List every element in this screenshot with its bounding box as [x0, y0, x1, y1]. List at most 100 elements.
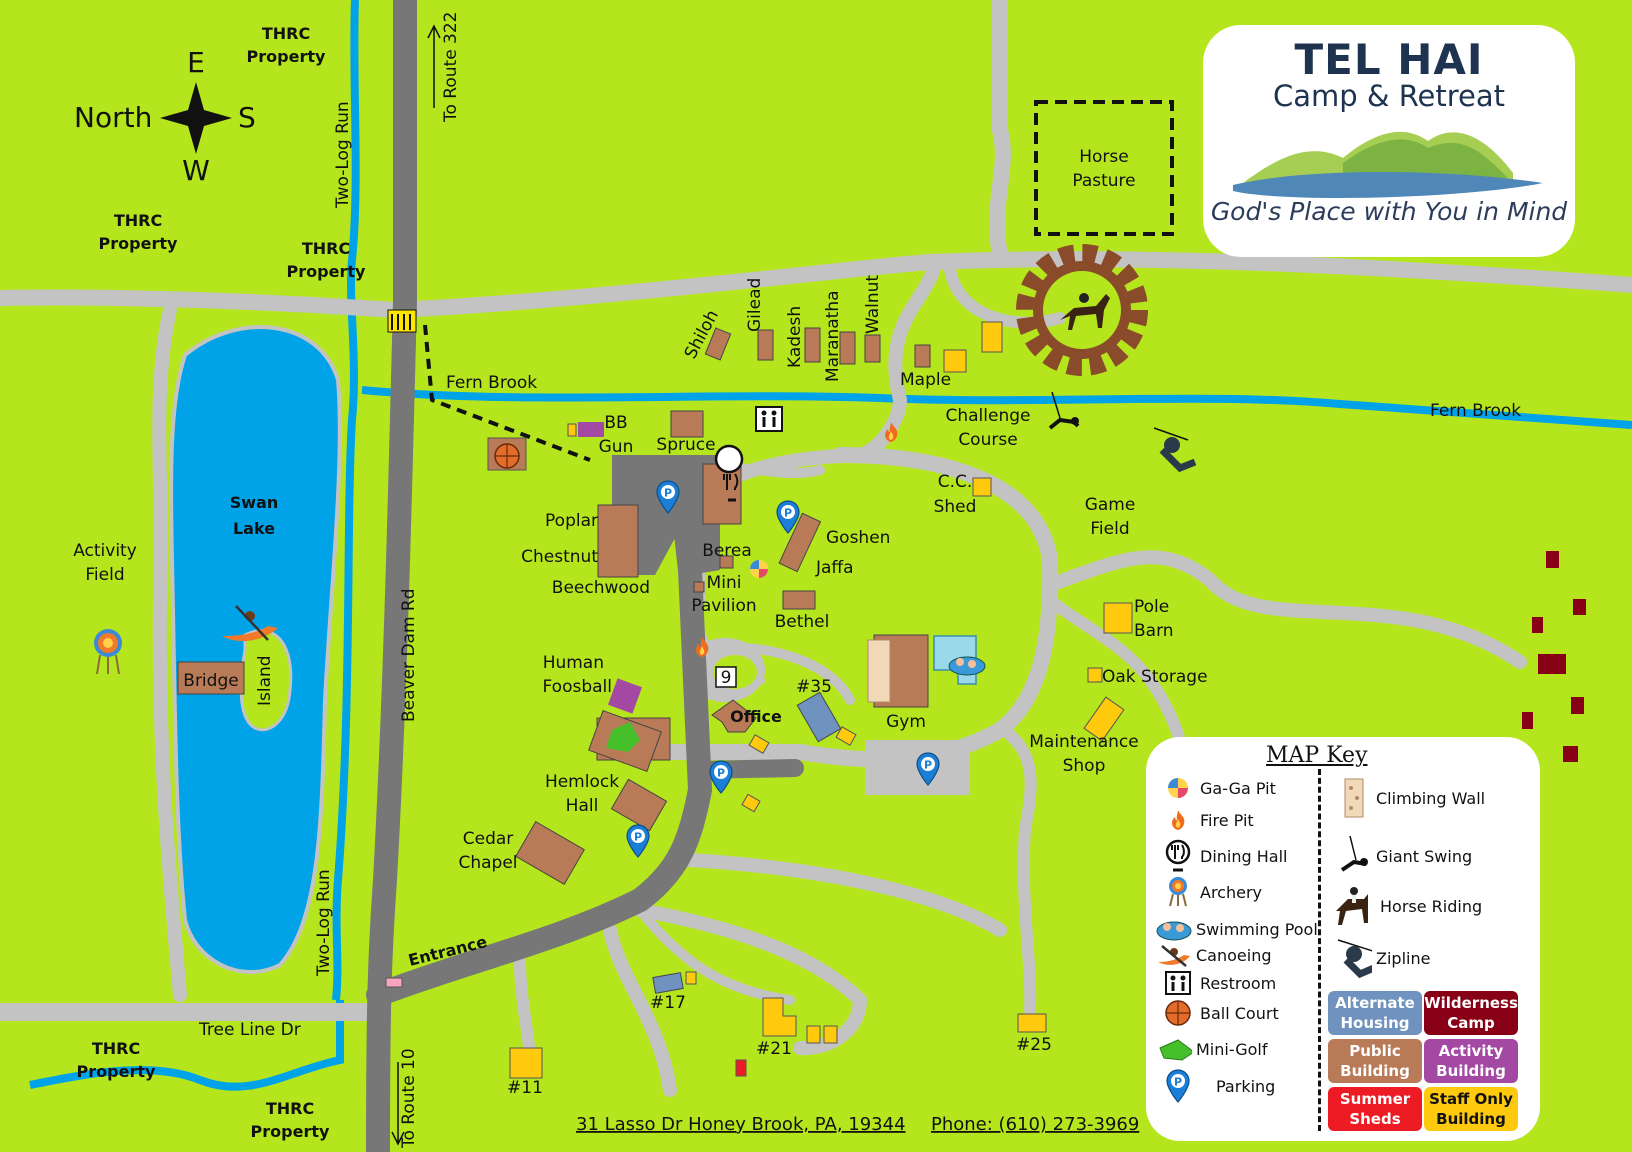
svg-text:#35: #35	[796, 677, 832, 697]
map-labels: To Route 322 To Route 10 Beaver Dam Rd T…	[73, 12, 1521, 1150]
svg-text:Island: Island	[255, 655, 275, 706]
svg-text:Field: Field	[85, 565, 124, 585]
map-key: MAP Key Ga-Ga Pit Fire Pit Dining Hall A…	[1146, 737, 1540, 1141]
svg-text:Course: Course	[958, 430, 1017, 450]
tel-hai-logo: TEL HAI Camp & Retreat God's Place with …	[1203, 25, 1575, 257]
restroom-icon	[755, 406, 783, 432]
gaga-ball-icon	[1160, 773, 1196, 803]
alternate-housing-35	[796, 691, 842, 743]
parking-pin-icon	[709, 760, 733, 794]
svg-text:Walnut: Walnut	[863, 275, 883, 334]
svg-text:THRC: THRC	[92, 1039, 140, 1058]
svg-text:Gym: Gym	[886, 712, 926, 732]
svg-text:THRC: THRC	[266, 1099, 314, 1118]
climbing-wall-icon	[1336, 778, 1372, 818]
restroom-icon	[1160, 968, 1196, 998]
key-item-minigolf: Mini-Golf	[1156, 1034, 1267, 1064]
svg-text:Two-Log Run: Two-Log Run	[333, 101, 353, 209]
logo-title: TEL HAI	[1294, 35, 1484, 84]
arrow-to-route-10-icon	[391, 1062, 405, 1146]
svg-text:Shed: Shed	[934, 497, 977, 517]
canoe-icon	[1156, 940, 1192, 970]
svg-text:Spruce: Spruce	[656, 435, 715, 455]
category-activity-building: Activity Building	[1424, 1039, 1518, 1083]
svg-text:Chapel: Chapel	[458, 853, 517, 873]
map-key-divider	[1318, 769, 1321, 1131]
svg-text:To Route 322: To Route 322	[441, 12, 461, 124]
svg-text:Goshen: Goshen	[826, 528, 890, 548]
category-summer-sheds: Summer Sheds	[1328, 1087, 1422, 1131]
compass-rose-icon	[160, 82, 232, 154]
svg-text:THRC: THRC	[114, 211, 162, 230]
parking-pin-icon	[626, 824, 650, 858]
parking-pin-icon	[1160, 1071, 1196, 1101]
key-item-giantswing: Giant Swing	[1336, 836, 1472, 872]
svg-text:Bethel: Bethel	[775, 612, 830, 632]
activity-building-foosball	[607, 678, 643, 714]
activity-building-bbgun	[578, 422, 604, 437]
svg-text:Poplar: Poplar	[545, 511, 598, 531]
key-item-climbing: Climbing Wall	[1336, 778, 1485, 818]
key-item-ballcourt: Ball Court	[1160, 998, 1279, 1028]
key-item-horse: Horse Riding	[1332, 887, 1482, 925]
category-public-building: Public Building	[1328, 1039, 1422, 1083]
canoe-icon	[222, 605, 278, 642]
archery-target-icon	[1160, 877, 1196, 907]
horse-riding-icon	[1332, 887, 1368, 925]
svg-text:Maranatha: Maranatha	[823, 290, 843, 382]
key-item-parking: Parking	[1160, 1071, 1275, 1101]
climbing-wall-icon	[867, 639, 891, 703]
svg-text:Cedar: Cedar	[463, 829, 514, 849]
category-alternate-housing: Alternate Housing	[1328, 991, 1422, 1035]
svg-text:#11: #11	[507, 1078, 543, 1098]
streams	[29, 0, 1632, 1091]
svg-text:Challenge: Challenge	[946, 406, 1031, 426]
key-item-archery: Archery	[1160, 877, 1262, 907]
svg-text:9: 9	[721, 668, 732, 688]
zipline-icon	[1336, 939, 1372, 979]
phone-number[interactable]: Phone: (610) 273-3969	[931, 1114, 1139, 1135]
svg-text:Mini: Mini	[707, 573, 742, 593]
svg-text:Maintenance: Maintenance	[1029, 732, 1138, 752]
svg-text:Maple: Maple	[900, 370, 951, 390]
svg-text:Hemlock: Hemlock	[545, 772, 619, 792]
svg-text:Hall: Hall	[566, 796, 599, 816]
svg-text:Gun: Gun	[599, 437, 634, 457]
mountain-lake-icon	[1233, 131, 1543, 198]
key-item-firepit: Fire Pit	[1160, 805, 1254, 835]
svg-text:Shop: Shop	[1063, 756, 1106, 776]
svg-text:Human: Human	[543, 653, 604, 673]
key-item-pool: Swimming Pool	[1156, 914, 1318, 944]
logo-subtitle: Camp & Retreat	[1272, 79, 1506, 113]
svg-text:Fern Brook: Fern Brook	[1430, 401, 1521, 421]
giant-swing-icon	[1048, 391, 1080, 430]
svg-text:#17: #17	[650, 993, 686, 1013]
wilderness-camp	[1522, 551, 1586, 762]
key-item-gaga: Ga-Ga Pit	[1160, 773, 1276, 803]
svg-text:Property: Property	[287, 262, 366, 281]
svg-text:Property: Property	[99, 234, 178, 253]
swimming-pool-icon	[1156, 914, 1192, 944]
svg-text:Foosball: Foosball	[543, 677, 613, 697]
svg-text:Chestnut: Chestnut	[521, 547, 598, 567]
key-item-dining: Dining Hall	[1160, 839, 1287, 872]
road-network	[0, 0, 1632, 1097]
svg-text:Game: Game	[1085, 495, 1136, 515]
svg-text:Property: Property	[251, 1122, 330, 1141]
svg-text:Activity: Activity	[73, 541, 137, 561]
key-item-restroom: Restroom	[1160, 968, 1276, 998]
basketball-icon	[1160, 998, 1196, 1028]
svg-text:Lake: Lake	[233, 519, 275, 538]
svg-text:THRC: THRC	[302, 239, 350, 258]
svg-text:Pasture: Pasture	[1072, 171, 1135, 191]
address[interactable]: 31 Lasso Dr Honey Brook, PA, 19344	[576, 1114, 906, 1135]
compass-east: E	[187, 46, 205, 79]
svg-text:Two-Log Run: Two-Log Run	[314, 869, 334, 977]
svg-text:Barn: Barn	[1134, 621, 1174, 641]
dining-hall-icon	[714, 444, 744, 502]
svg-text:Fern Brook: Fern Brook	[446, 373, 537, 393]
bus-stop-9-sign	[715, 666, 737, 688]
svg-text:Berea: Berea	[702, 541, 752, 561]
